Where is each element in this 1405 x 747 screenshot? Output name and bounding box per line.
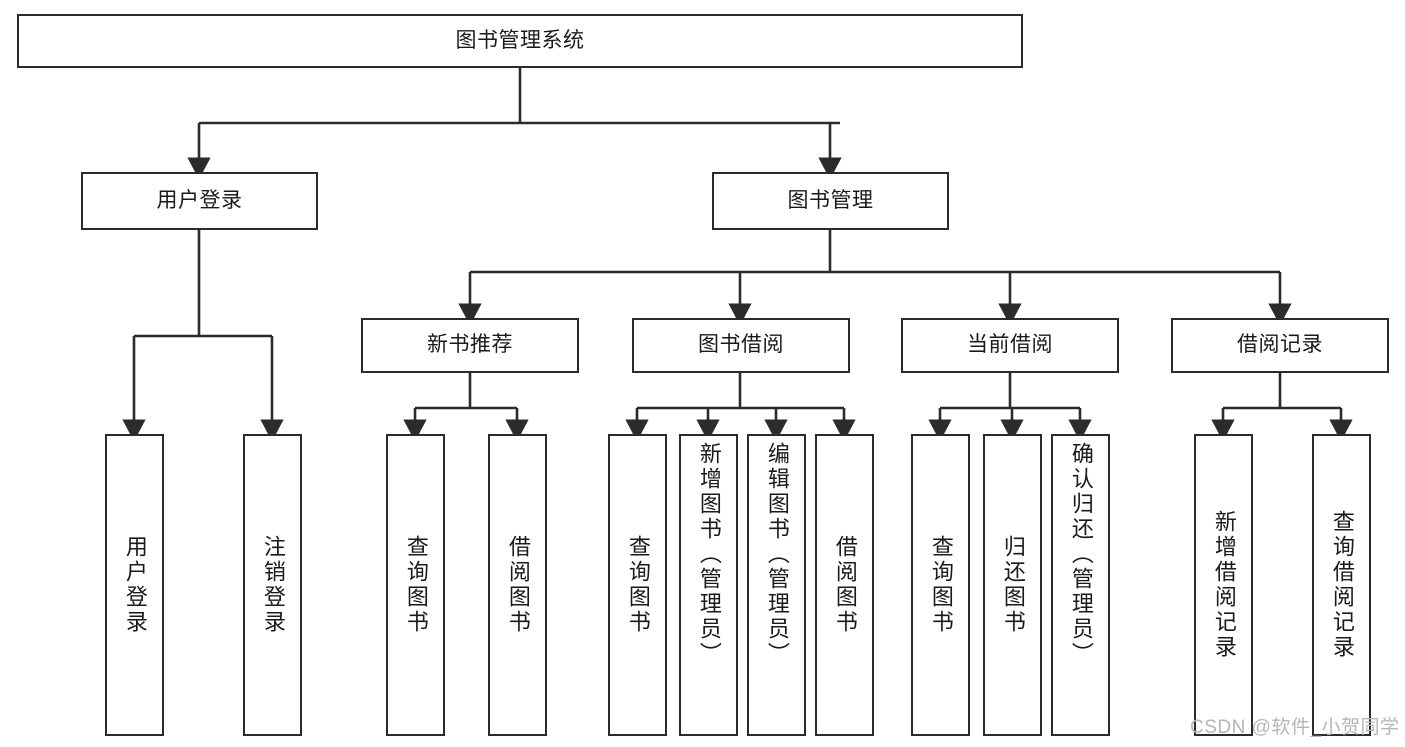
node-leaf-query-book-current[interactable]: 查询图书	[911, 434, 970, 736]
node-new-book-recommend[interactable]: 新书推荐	[361, 318, 579, 373]
node-borrow-record[interactable]: 借阅记录	[1171, 318, 1389, 373]
node-leaf-borrow-book[interactable]: 借阅图书	[815, 434, 874, 736]
node-leaf-query-book-current-label: 查询图书	[928, 535, 954, 635]
node-leaf-add-book[interactable]: 新增图书（管理员）	[679, 434, 738, 736]
node-leaf-borrow-book-recommend[interactable]: 借阅图书	[488, 434, 547, 736]
node-current-borrow-label: 当前借阅	[967, 333, 1053, 357]
node-borrow-record-label: 借阅记录	[1237, 333, 1323, 357]
node-leaf-add-borrow-record[interactable]: 新增借阅记录	[1194, 434, 1253, 736]
node-leaf-add-borrow-record-label: 新增借阅记录	[1211, 510, 1237, 660]
node-new-book-recommend-label: 新书推荐	[427, 333, 513, 357]
node-leaf-query-borrow-record-label: 查询借阅记录	[1329, 510, 1355, 660]
node-leaf-query-borrow-record[interactable]: 查询借阅记录	[1312, 434, 1371, 736]
node-leaf-logout-label: 注销登录	[260, 535, 286, 635]
node-leaf-edit-book[interactable]: 编辑图书（管理员）	[747, 434, 806, 736]
watermark: CSDN @软件_小贺同学	[1190, 717, 1400, 738]
node-book-manage[interactable]: 图书管理	[712, 172, 949, 230]
node-leaf-query-book-recommend-label: 查询图书	[403, 535, 429, 635]
node-leaf-confirm-return[interactable]: 确认归还（管理员）	[1051, 434, 1110, 736]
node-leaf-borrow-book-label: 借阅图书	[832, 535, 858, 635]
node-leaf-borrow-book-recommend-label: 借阅图书	[505, 535, 531, 635]
node-root[interactable]: 图书管理系统	[17, 14, 1023, 68]
node-leaf-logout[interactable]: 注销登录	[243, 434, 302, 736]
node-user-login[interactable]: 用户登录	[81, 172, 318, 230]
node-leaf-add-book-label: 新增图书（管理员）	[696, 442, 722, 667]
node-user-login-label: 用户登录	[156, 188, 243, 212]
node-leaf-user-login[interactable]: 用户登录	[105, 434, 164, 736]
node-current-borrow[interactable]: 当前借阅	[901, 318, 1119, 373]
node-book-manage-label: 图书管理	[787, 188, 874, 212]
node-leaf-query-book-borrow-label: 查询图书	[625, 535, 651, 635]
node-leaf-edit-book-label: 编辑图书（管理员）	[764, 442, 790, 667]
node-book-borrow-label: 图书借阅	[698, 333, 784, 357]
node-leaf-confirm-return-label: 确认归还（管理员）	[1068, 442, 1094, 667]
node-root-label: 图书管理系统	[455, 28, 585, 52]
node-leaf-user-login-label: 用户登录	[122, 535, 148, 635]
node-leaf-query-book-borrow[interactable]: 查询图书	[608, 434, 667, 736]
node-leaf-return-book-label: 归还图书	[1000, 535, 1026, 635]
node-leaf-return-book[interactable]: 归还图书	[983, 434, 1042, 736]
node-leaf-query-book-recommend[interactable]: 查询图书	[386, 434, 445, 736]
node-book-borrow[interactable]: 图书借阅	[632, 318, 850, 373]
